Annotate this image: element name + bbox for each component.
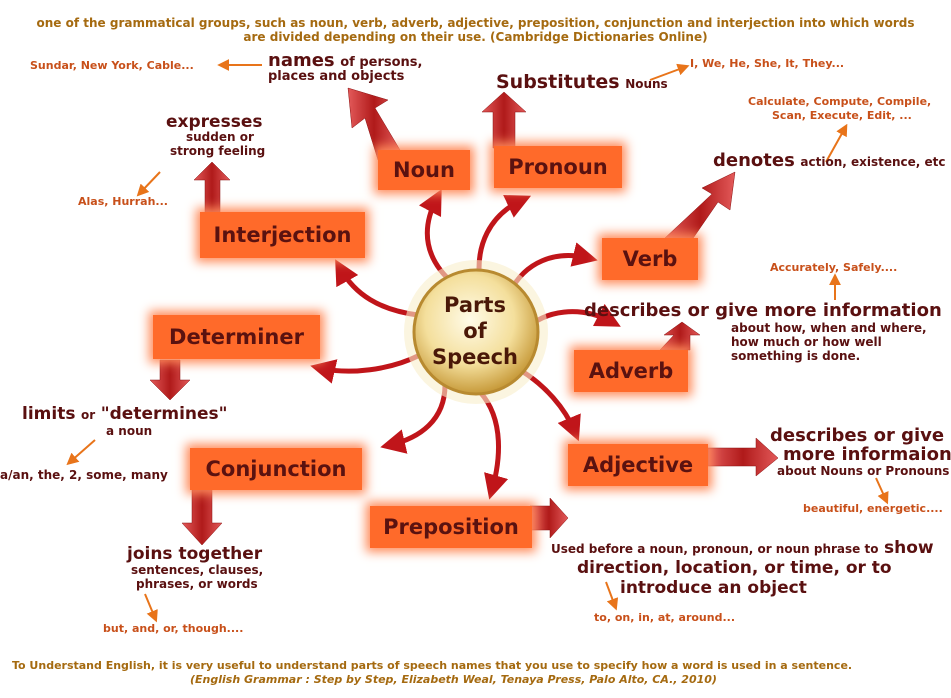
verb-description: denotes action, existence, etc — [713, 150, 946, 171]
determiner-desc-or: or — [81, 408, 96, 422]
pronoun-description: Substitutes Nouns — [496, 71, 668, 93]
arrow-to-preposition — [477, 389, 509, 500]
determiner-description-line-2: a noun — [106, 424, 153, 438]
determiner-desc-head-1: limits — [22, 404, 76, 424]
verb-box: Verb — [602, 238, 698, 280]
center-ball — [412, 268, 540, 396]
definition-line-1: one of the grammatical groups, such as n… — [36, 16, 915, 30]
conjunction-description-line-3: phrases, or words — [136, 577, 258, 591]
preposition-description-line-2: direction, location, or time, or to — [577, 558, 892, 578]
interjection-description-line-3: strong feeling — [170, 144, 266, 158]
adjective-examples: beautiful, energetic.... — [803, 502, 943, 515]
adverb-description-line-4: something is done. — [731, 349, 861, 363]
adverb-description-line-2: about how, when and where, — [731, 321, 927, 335]
adjective-example-pointer — [875, 477, 889, 505]
interjection-description-line-2: sudden or — [186, 130, 254, 144]
determiner-example-pointer — [66, 439, 96, 466]
determiner-examples: a/an, the, 2, some, many — [0, 468, 168, 482]
preposition-desc-big: show — [884, 538, 934, 558]
determiner-box: Determiner — [153, 315, 320, 359]
adverb-block-arrow — [659, 321, 701, 351]
conjunction-description-head: joins together — [127, 544, 263, 564]
conjunction-example-pointer — [144, 593, 158, 623]
verb-desc-rest: action, existence, etc — [800, 155, 946, 169]
preposition-description-line-3: introduce an object — [620, 578, 807, 598]
interjection-description-head: expresses — [166, 112, 263, 132]
arrow-to-conjunction — [380, 382, 448, 454]
verb-examples-line-2: Scan, Execute, Edit, ... — [772, 109, 912, 122]
interjection-example-pointer — [136, 171, 161, 197]
conjunction-block-arrow — [181, 489, 223, 546]
determiner-desc-head-2: "determines" — [100, 404, 228, 424]
center-title-line-1: Parts — [444, 293, 506, 317]
noun-block-arrow — [347, 87, 401, 161]
noun-desc-head: names — [268, 50, 335, 71]
pronoun-examples: I, We, He, She, It, They... — [690, 57, 845, 70]
verb-desc-head: denotes — [713, 150, 795, 171]
noun-examples: Sundar, New York, Cable... — [30, 59, 194, 72]
preposition-block-arrow — [529, 497, 569, 539]
adverb-examples: Accurately, Safely.... — [770, 261, 898, 274]
definition-line-2: are divided depending on their use. (Cam… — [243, 30, 708, 44]
adjective-description-line-2: more informaion — [783, 444, 951, 465]
block-arrows — [149, 87, 779, 546]
adverb-box: Adverb — [574, 350, 688, 392]
adverb-description-head: describes or give more information — [584, 300, 942, 321]
adjective-description-line-1: describes or give — [770, 425, 945, 446]
determiner-block-arrow — [149, 359, 191, 401]
conjunction-examples: but, and, or, though.... — [103, 622, 244, 635]
adjective-description-line-3: about Nouns or Pronouns — [777, 464, 950, 478]
center-title-line-3: Speech — [431, 345, 519, 369]
adjective-block-arrow — [707, 437, 779, 477]
adverb-description-line-3: how much or how well — [731, 335, 882, 349]
conjunction-description-line-2: sentences, clauses, — [131, 563, 264, 577]
noun-box: Noun — [378, 150, 470, 190]
footer-line-1: To Understand English, it is very useful… — [12, 659, 853, 672]
footer-line-2: (English Grammar : Step by Step, Elizabe… — [190, 673, 717, 686]
preposition-box: Preposition — [370, 506, 532, 548]
pronoun-desc-rest: Nouns — [625, 77, 668, 91]
pronoun-example-pointer — [649, 63, 690, 81]
pronoun-box: Pronoun — [494, 146, 622, 188]
noun-description-line-2: places and objects — [268, 69, 405, 84]
adjective-box: Adjective — [568, 444, 708, 486]
center-title-line-2: of — [463, 319, 487, 343]
conjunction-box: Conjunction — [190, 448, 362, 490]
interjection-box: Interjection — [200, 212, 365, 258]
preposition-desc-small: Used before a noun, pronoun, or noun phr… — [551, 542, 879, 556]
interjection-block-arrow — [193, 161, 231, 213]
preposition-example-pointer — [605, 581, 619, 611]
verb-examples-line-1: Calculate, Compute, Compile, — [748, 95, 932, 108]
interjection-examples: Alas, Hurrah... — [78, 195, 168, 208]
preposition-examples: to, on, in, at, around... — [594, 611, 735, 624]
preposition-description-line-1: Used before a noun, pronoun, or noun phr… — [551, 538, 934, 558]
verb-example-pointer — [825, 123, 848, 163]
center-title: Parts of Speech — [400, 292, 550, 370]
example-pointers — [66, 59, 889, 623]
noun-description: names of persons, — [268, 50, 423, 71]
pronoun-desc-head: Substitutes — [496, 71, 620, 93]
pronoun-block-arrow — [481, 91, 527, 149]
noun-desc-rest: of persons, — [340, 55, 423, 70]
determiner-description: limits or "determines" — [22, 404, 228, 424]
